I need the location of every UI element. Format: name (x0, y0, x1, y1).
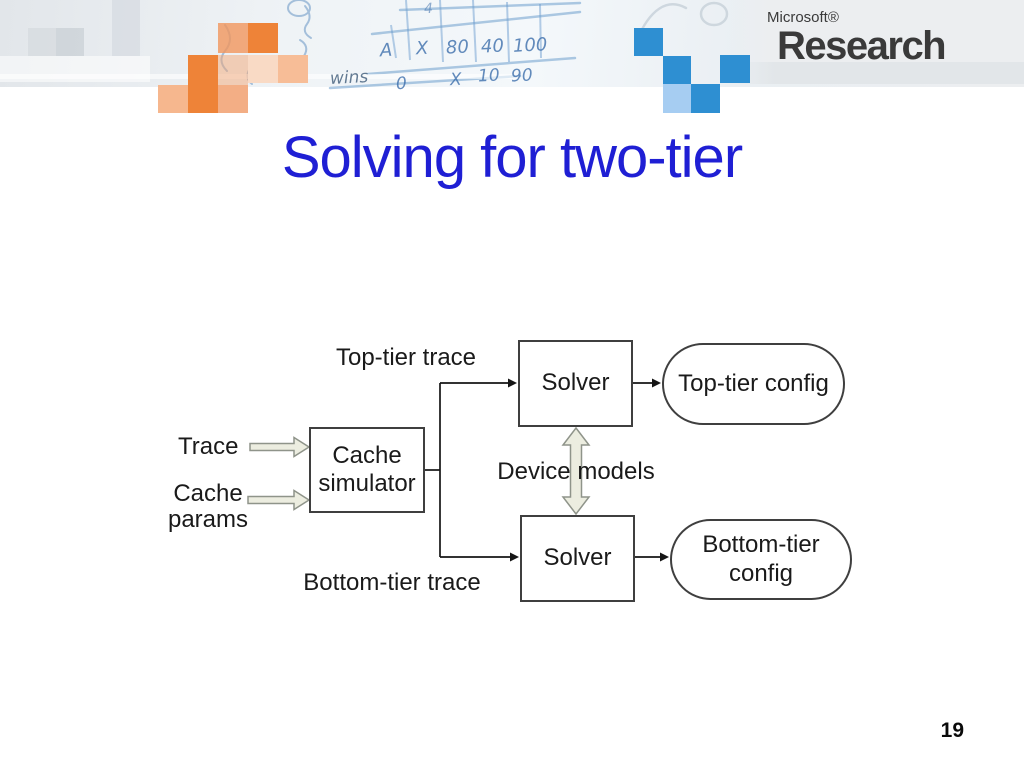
node-config-bottom: Bottom-tier config (670, 519, 852, 600)
whiteboard-handwriting: 100 (512, 34, 548, 57)
orange-pixel-block (278, 55, 308, 83)
orange-pixel-block (158, 85, 188, 113)
orange-pixel-block (248, 23, 278, 53)
label-cache-params: Cache params (167, 480, 249, 534)
gray-pixel-block (112, 0, 140, 56)
whiteboard-handwriting: 40 (480, 35, 505, 58)
gray-pixel-block (0, 56, 150, 82)
orange-pixel-block (188, 55, 218, 113)
whiteboard-handwriting: X (415, 37, 429, 60)
whiteboard-handwriting: 0 (395, 73, 408, 95)
orange-pixel-block (218, 23, 248, 53)
gray-pixel-block (28, 28, 56, 56)
logo-microsoft-text: Microsoft® (767, 9, 839, 26)
whiteboard-handwriting: A (379, 39, 393, 62)
block-arrow-trace-icon (249, 436, 311, 458)
node-solver-top: Solver (518, 340, 633, 427)
blue-pixel-block (691, 84, 720, 113)
page-number: 19 (940, 719, 964, 742)
ms-research-logo: Microsoft® Research (767, 9, 947, 68)
whiteboard-handwriting: 4 (423, 0, 434, 18)
whiteboard-handwriting: X (449, 69, 463, 91)
label-trace: Trace (178, 433, 239, 460)
node-solver-bottom: Solver (520, 515, 635, 602)
node-config-top: Top-tier config (662, 343, 845, 425)
whiteboard-handwriting: 90 (510, 65, 534, 87)
logo-research-text: Research (777, 24, 947, 68)
logo-panel (730, 0, 1024, 62)
label-device-models: Device models (497, 458, 655, 485)
blue-pixel-block (663, 56, 691, 84)
logo-panel-band (730, 62, 1024, 84)
orange-pixel-block (218, 55, 248, 85)
blue-pixel-block (634, 28, 663, 56)
node-cache-simulator: Cache simulator (309, 427, 425, 513)
header-banner: 4 A X 80 40 100 wins 0 X 10 90 (0, 0, 1024, 94)
label-bottom-tier-trace: Bottom-tier trace (303, 569, 481, 596)
blue-pixel-block (663, 84, 691, 113)
whiteboard-handwriting: 80 (445, 36, 470, 59)
slide-title: Solving for two-tier (281, 125, 743, 190)
blue-pixel-block (720, 55, 750, 83)
orange-pixel-block (248, 55, 278, 83)
block-arrow-cache-params-icon (247, 489, 311, 511)
gray-pixel-block (56, 28, 84, 56)
whiteboard-handwriting: 10 (477, 65, 501, 87)
label-top-tier-trace: Top-tier trace (335, 344, 477, 371)
whiteboard-handwriting: wins (329, 67, 369, 89)
orange-pixel-block (218, 85, 248, 113)
